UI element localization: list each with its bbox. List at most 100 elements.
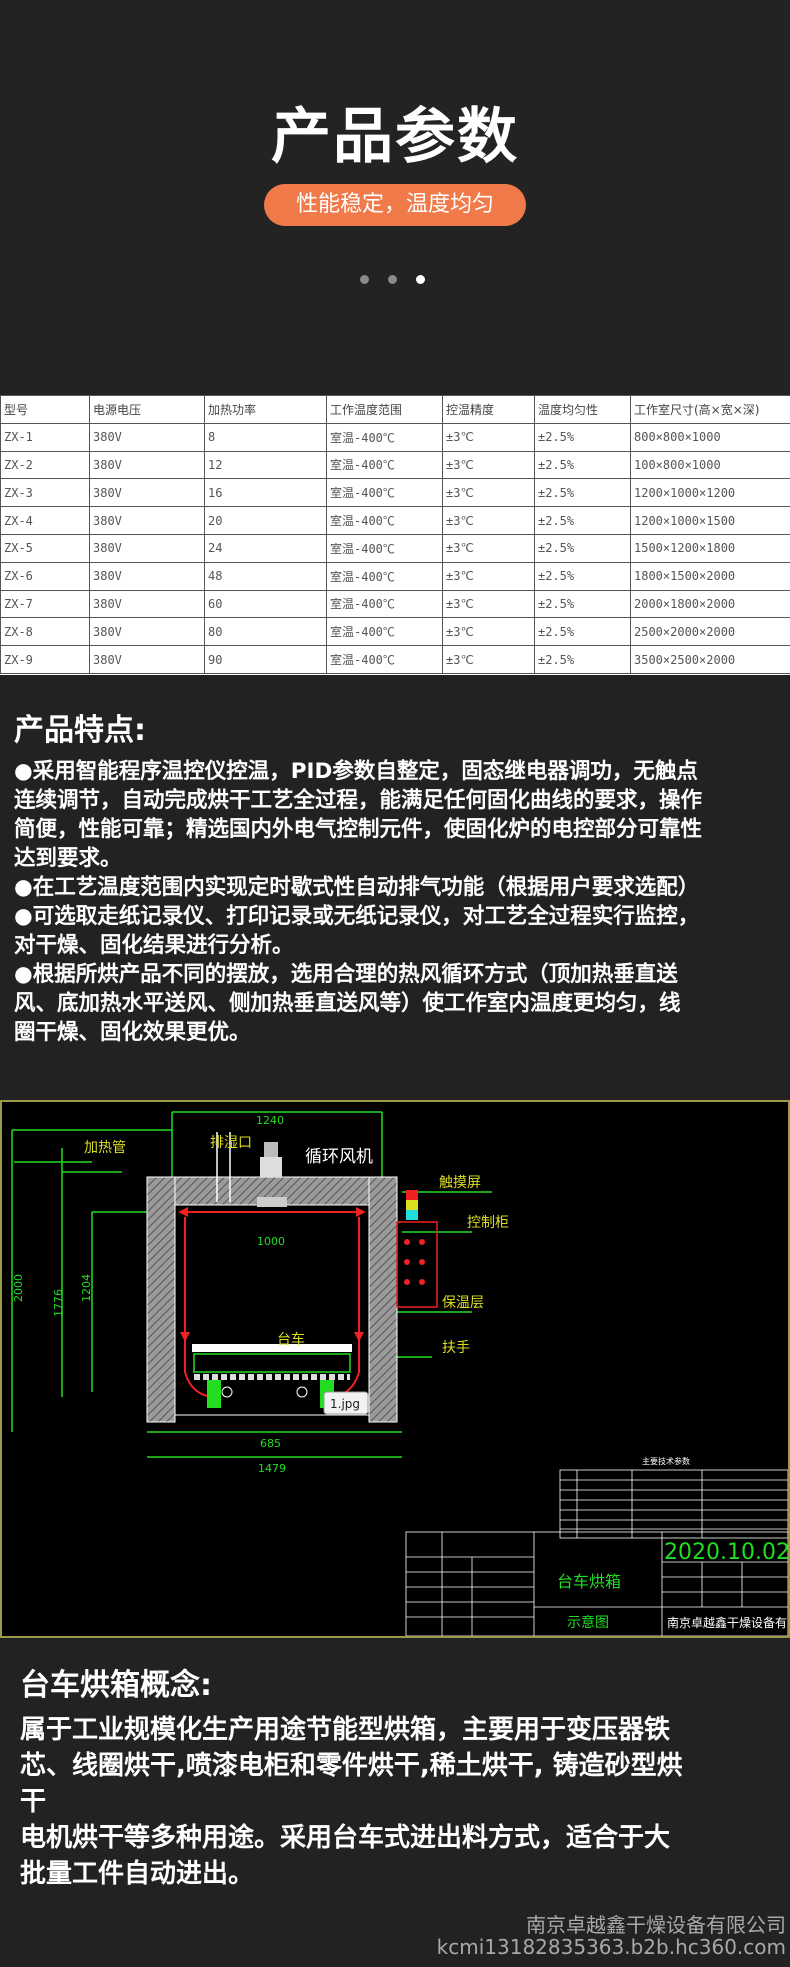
table-cell: ±2.5%	[534, 422, 631, 452]
feature-line: 风、底加热水平送风、侧加热垂直送风等）使工作室内温度更均匀，线	[14, 991, 681, 1016]
dim-height-3: 1204	[80, 1274, 93, 1302]
concept-section: 台车烘箱概念: 属于工业规模化生产用途节能型烘箱，主要用于变压器铁芯、线圈烘干,…	[20, 1660, 780, 1892]
hero-subtitle-badge: 性能稳定，温度均匀	[264, 184, 526, 226]
carousel-dot-1[interactable]	[360, 275, 369, 284]
cad-drawing-svg: 加热管 排湿口 循环风机 触摸屏 控制柜 保温层 扶手 台车 1240 1000…	[11, 1111, 788, 1636]
table-cell: ±2.5%	[534, 478, 631, 508]
feature-line: 圈干燥、固化效果更优。	[14, 1020, 251, 1045]
table-cell: ±3℃	[442, 478, 535, 508]
table-header-cell: 电源电压	[89, 395, 205, 424]
table-header-cell: 加热功率	[204, 395, 327, 424]
table-cell: ±3℃	[442, 561, 535, 591]
table-header-cell: 工作温度范围	[326, 395, 443, 424]
title-block-name: 台车烘箱	[557, 1572, 621, 1591]
table-cell: 380V	[89, 533, 205, 563]
table-cell: 380V	[89, 478, 205, 508]
table-cell: 室温-400℃	[326, 561, 443, 591]
table-cell: 室温-400℃	[326, 617, 443, 647]
table-cell: 60	[204, 589, 327, 619]
table-header-cell: 温度均匀性	[534, 395, 631, 424]
features-section: 产品特点: ●采用智能程序温控仪控温，PID参数自整定，固态继电器调功，无触点连…	[14, 705, 784, 1047]
concept-text: 属于工业规模化生产用途节能型烘箱，主要用于变压器铁芯、线圈烘干,喷漆电柜和零件烘…	[20, 1712, 780, 1892]
feature-line: 达到要求。	[14, 846, 122, 871]
table-cell: 380V	[89, 589, 205, 619]
concept-line: 电机烘干等多种用途。采用台车式进出料方式，适合于大	[20, 1823, 671, 1853]
table-cell: 12	[204, 450, 327, 480]
title-block-view: 示意图	[567, 1614, 609, 1631]
dim-bottom-1: 685	[260, 1437, 281, 1450]
table-cell: 24	[204, 533, 327, 563]
table-cell: ZX-3	[0, 478, 90, 508]
table-cell: 2500×2000×2000	[630, 617, 790, 647]
feature-line: ●可选取走纸记录仪、打印记录或无纸记录仪，对工艺全过程实行监控，	[14, 904, 700, 929]
watermark-site: kcmi13182835363.b2b.hc360.com	[436, 1935, 786, 1959]
carousel-dot-3[interactable]	[416, 275, 425, 284]
table-cell: 室温-400℃	[326, 589, 443, 619]
table-cell: 380V	[89, 506, 205, 535]
label-screen: 触摸屏	[439, 1175, 481, 1191]
concept-line: 批量工件自动进出。	[20, 1859, 255, 1889]
drawing-date: 2020.10.02	[664, 1540, 788, 1565]
feature-line: 连续调节，自动完成烘干工艺全过程，能满足任何固化曲线的要求，操作	[14, 788, 703, 813]
table-cell: ZX-1	[0, 422, 90, 452]
watermark-company: 南京卓越鑫干燥设备有限公司	[526, 1913, 786, 1937]
table-cell: 1500×1200×1800	[630, 533, 790, 563]
label-insulation: 保温层	[442, 1295, 484, 1311]
table-header-cell: 工作室尺寸(高×宽×深)	[630, 395, 790, 424]
table-cell: ±3℃	[442, 617, 535, 647]
spec-table: 型号 电源电压 加热功率 工作温度范围 控温精度 温度均匀性 工作室尺寸(高×宽…	[0, 395, 790, 674]
table-cell: ±3℃	[442, 422, 535, 452]
table-cell: ZX-9	[0, 645, 90, 674]
concept-line: 属于工业规模化生产用途节能型烘箱，主要用于变压器铁	[20, 1715, 671, 1745]
table-cell: 室温-400℃	[326, 506, 443, 535]
table-cell: ±2.5%	[534, 589, 631, 619]
table-cell: ±2.5%	[534, 617, 631, 647]
concept-title: 台车烘箱概念:	[20, 1668, 212, 1703]
table-cell: 室温-400℃	[326, 422, 443, 452]
table-cell: ZX-7	[0, 589, 90, 619]
table-cell: ±2.5%	[534, 645, 631, 674]
label-cart: 台车	[277, 1331, 305, 1348]
table-cell: 800×800×1000	[630, 422, 790, 452]
feature-line: 对干燥、固化结果进行分析。	[14, 933, 294, 958]
table-cell: 8	[204, 422, 327, 452]
table-cell: 1200×1000×1200	[630, 478, 790, 508]
table-cell: ±2.5%	[534, 450, 631, 480]
table-header-cell: 控温精度	[442, 395, 535, 424]
feature-line: 简便，性能可靠；精选国内外电气控制元件，使固化炉的电控部分可靠性	[14, 817, 703, 842]
table-cell: 80	[204, 617, 327, 647]
table-cell: 20	[204, 506, 327, 535]
features-text: ●采用智能程序温控仪控温，PID参数自整定，固态继电器调功，无触点连续调节，自动…	[14, 757, 784, 1047]
label-cabinet: 控制柜	[467, 1215, 509, 1231]
features-title: 产品特点:	[14, 713, 146, 748]
table-cell: ±3℃	[442, 533, 535, 563]
hero-banner: 产品参数 性能稳定，温度均匀	[0, 0, 790, 395]
table-cell: 90	[204, 645, 327, 674]
table-cell: ZX-4	[0, 506, 90, 535]
table-cell: 室温-400℃	[326, 450, 443, 480]
table-header-row: 型号 电源电压 加热功率 工作温度范围 控温精度 温度均匀性 工作室尺寸(高×宽…	[0, 395, 790, 424]
label-heater: 加热管	[84, 1140, 126, 1156]
table-cell: ±3℃	[442, 450, 535, 480]
table-cell: 室温-400℃	[326, 478, 443, 508]
table-cell: 100×800×1000	[630, 450, 790, 480]
dim-bottom-2: 1479	[258, 1462, 286, 1475]
carousel-dot-2[interactable]	[388, 275, 397, 284]
table-cell: ZX-2	[0, 450, 90, 480]
dim-inner: 1000	[257, 1235, 285, 1248]
table-cell: 380V	[89, 450, 205, 480]
table-cell: 1800×1500×2000	[630, 561, 790, 591]
table-cell: ZX-8	[0, 617, 90, 647]
dim-height-2: 1776	[52, 1289, 65, 1317]
table-cell: 380V	[89, 645, 205, 674]
table-cell: 380V	[89, 617, 205, 647]
dim-height-1: 2000	[12, 1274, 25, 1302]
param-table-title: 主要技术参数	[642, 1456, 690, 1466]
